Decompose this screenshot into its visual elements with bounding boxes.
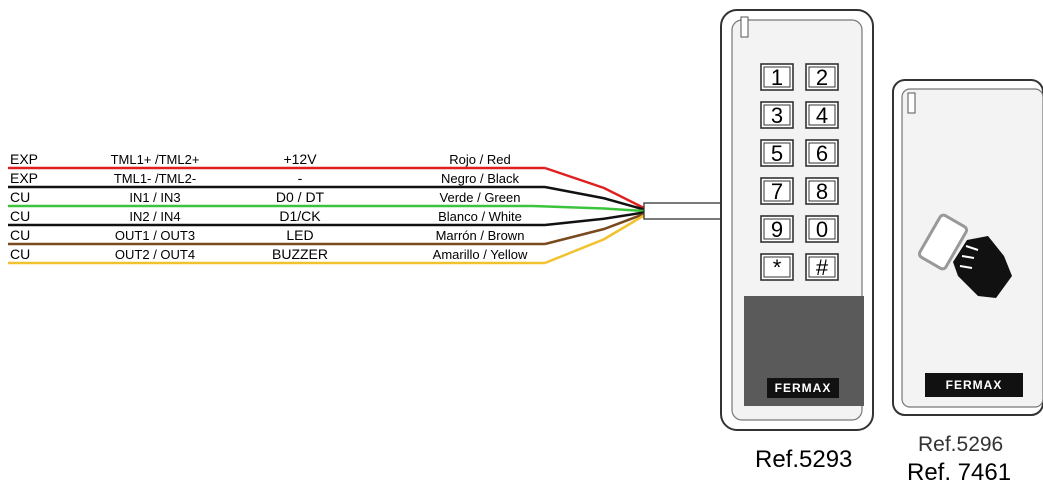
wire-row: CU OUT2 / OUT4 BUZZER Amarillo / Yellow [8,246,545,265]
wire-row: EXP TML1- /TML2- - Negro / Black [8,170,545,189]
keypad-keys: 1 2 3 4 5 6 7 8 9 0 * # [760,63,839,281]
keypad-key-label: 9 [771,217,783,242]
keypad-key-label: # [816,255,829,280]
keypad-key-label: 3 [771,103,783,128]
keypad-key: 7 [760,177,794,205]
cable-sheath [643,202,727,220]
wire-color-name: Blanco / White [438,209,522,224]
wire-terminal: TML1- /TML2- [114,171,196,186]
wire-color-name: Rojo / Red [449,152,510,167]
wire-fan-segment [544,214,645,265]
wire-group: EXP [10,151,38,167]
keypad-key-label: 8 [816,179,828,204]
wire-signal: D0 / DT [276,189,325,205]
keypad-ref: Ref.5293 [755,446,852,473]
reader-brand-logo: FERMAX [946,378,1003,392]
wire-row: CU IN1 / IN3 D0 / DT Verde / Green [8,189,533,208]
keypad-key-label: 7 [771,179,783,204]
wire-signal: +12V [283,151,317,167]
keypad-key: 1 [760,63,794,91]
reader-led-slot [907,92,916,114]
keypad-brand-plate [767,378,839,398]
wire-signal: D1/CK [279,208,321,224]
keypad-brand-logo: FERMAX [775,381,832,395]
wire-color-name: Verde / Green [440,190,521,205]
keypad-key-label: * [773,255,782,280]
reader-device: FERMAX Ref.5296 Ref. 7461 [892,79,1043,486]
reader-ref-secondary: Ref. 7461 [907,459,1011,486]
wire-fan-segment [544,185,645,211]
wire-group: EXP [10,170,38,186]
wire-group: CU [10,208,30,224]
wire-group: CU [10,246,30,262]
keypad-key: * [760,253,794,281]
wire-fan-segment [532,204,645,213]
keypad-key: 0 [805,215,839,243]
wire-bundle [532,166,645,265]
wire-row: CU IN2 / IN4 D1/CK Blanco / White [8,208,545,227]
wire-color-name: Negro / Black [441,171,520,186]
keypad-key-label: 0 [816,217,828,242]
keypad-key: 4 [805,101,839,129]
keypad-led-slot [740,16,749,38]
wire-terminal: IN2 / IN4 [129,209,180,224]
wire-fan-segment [544,166,645,210]
wire-fan-segment [544,212,645,246]
wire-color-name: Marrón / Brown [436,228,525,243]
keypad-key-label: 2 [816,65,828,90]
wire-signal: BUZZER [272,246,328,262]
keypad-key: 6 [805,139,839,167]
keypad-key: 8 [805,177,839,205]
wire-signal: - [298,170,303,186]
keypad-key: 2 [805,63,839,91]
keypad-key: 5 [760,139,794,167]
reader-ref-primary: Ref.5296 [918,433,1003,456]
wire-group: CU [10,227,30,243]
keypad-key: 3 [760,101,794,129]
wire-terminal: OUT2 / OUT4 [115,247,195,262]
wire-terminal: TML1+ /TML2+ [111,152,200,167]
keypad-key-label: 5 [771,141,783,166]
keypad-key: 9 [760,215,794,243]
keypad-key-label: 4 [816,103,828,128]
wire-fan-segment [544,211,645,227]
wire-row: EXP TML1+ /TML2+ +12V Rojo / Red [8,151,545,170]
card-hand-icon [917,213,1012,298]
wire-terminal: IN1 / IN3 [129,190,180,205]
wire-row: CU OUT1 / OUT3 LED Marrón / Brown [8,227,545,246]
keypad-key-label: 1 [771,65,783,90]
keypad-device: 1 2 3 4 5 6 7 8 9 0 * # FERMAX Ref.5293 [720,9,874,473]
keypad-key-label: 6 [816,141,828,166]
wire-group: CU [10,189,30,205]
wire-terminal: OUT1 / OUT3 [115,228,195,243]
reader-brand-plate [925,373,1023,397]
wire-signal: LED [286,227,313,243]
wire-color-name: Amarillo / Yellow [433,247,528,262]
keypad-key: # [805,253,839,281]
